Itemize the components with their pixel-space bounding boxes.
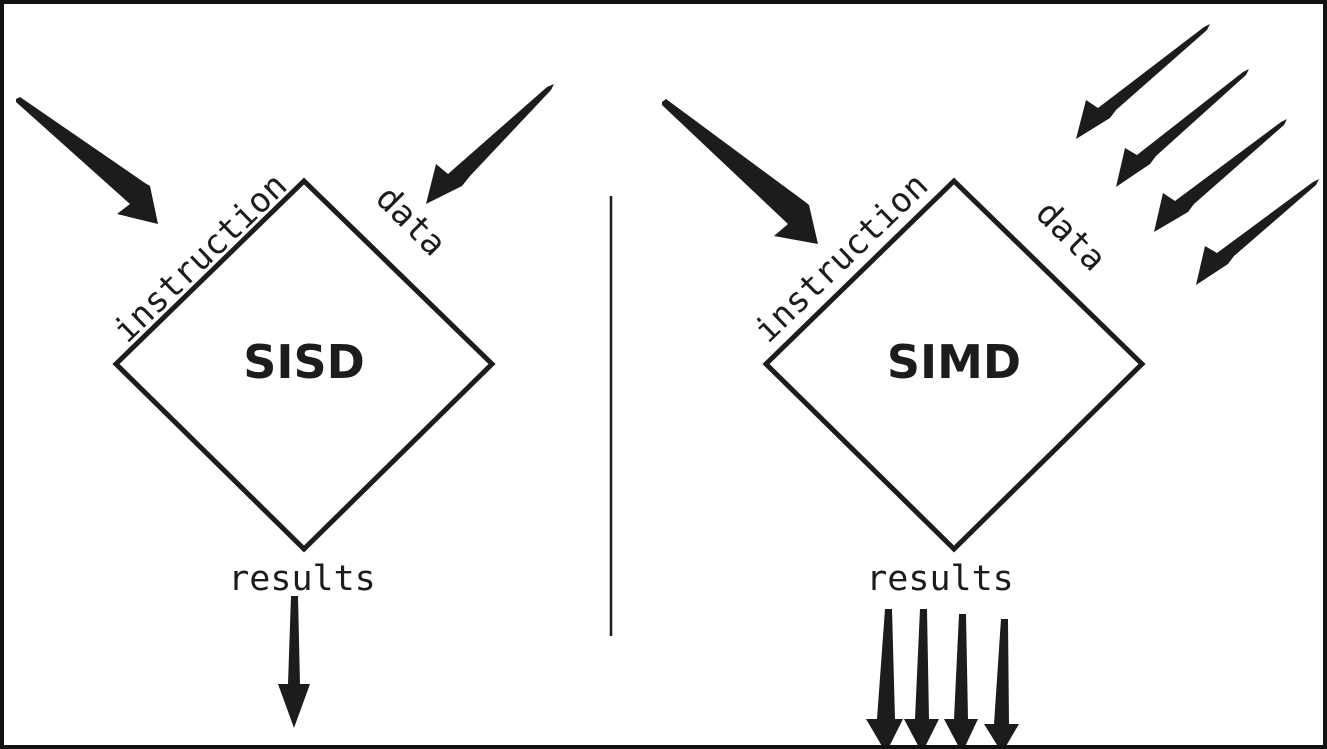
simd-data-arrow-2 xyxy=(1116,69,1249,187)
sisd-results-arrow xyxy=(278,596,310,728)
simd-panel: SIMD instruction data results xyxy=(662,24,1319,745)
simd-data-arrow-4 xyxy=(1196,179,1319,285)
simd-title: SIMD xyxy=(887,335,1021,389)
flynn-taxonomy-diagram: SISD instruction data results SIMD instr… xyxy=(16,24,1319,745)
simd-results-arrow-1 xyxy=(866,609,903,745)
simd-data-arrow-3 xyxy=(1154,119,1287,232)
simd-results-arrow-3 xyxy=(944,614,978,745)
sisd-data-arrow xyxy=(426,84,554,204)
sisd-instruction-arrow xyxy=(16,97,158,224)
sisd-title: SISD xyxy=(243,335,365,389)
simd-data-arrow-1 xyxy=(1076,24,1210,139)
simd-results-arrow-4 xyxy=(984,619,1019,745)
simd-diamond xyxy=(762,177,1146,553)
sisd-diamond xyxy=(112,177,496,553)
sisd-panel: SISD instruction data results xyxy=(16,84,554,728)
sisd-results-label: results xyxy=(228,559,376,599)
simd-instruction-arrow xyxy=(662,99,818,244)
simd-results-label: results xyxy=(866,559,1014,599)
simd-results-arrow-2 xyxy=(904,609,939,745)
